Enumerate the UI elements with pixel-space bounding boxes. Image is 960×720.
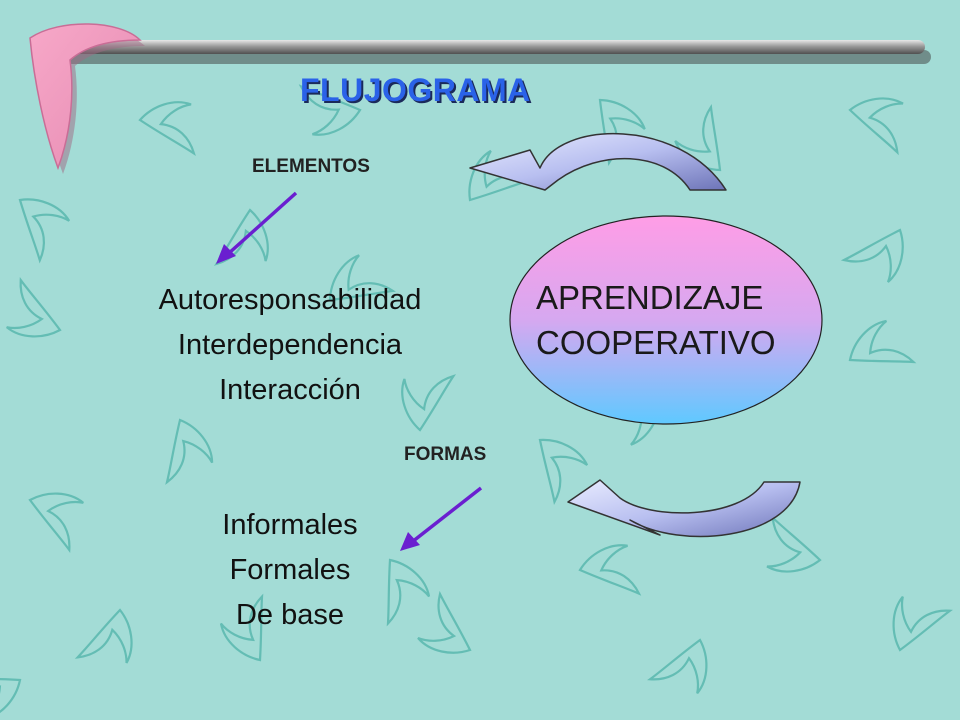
pointer-arrow-elements (216, 191, 298, 264)
slide-title: FLUJOGRAMA (300, 72, 531, 108)
elements-item: Interdependencia (177, 329, 403, 361)
center-ellipse (509, 215, 823, 425)
forms-item: De base (235, 599, 344, 631)
pointer-arrow-forms (400, 486, 483, 551)
elements-item: Autoresponsabilidad (158, 284, 422, 316)
forms-list: Informales Formales De base (160, 503, 420, 638)
boomerang-logo (29, 23, 145, 175)
elements-item: Interacción (219, 374, 361, 406)
elements-list: Autoresponsabilidad Interdependencia Int… (110, 278, 470, 413)
forms-item: Informales (222, 509, 358, 541)
elements-label: ELEMENTOS (252, 156, 370, 177)
header-bar (40, 40, 931, 64)
forms-item: Formales (229, 554, 351, 586)
curved-arrow-top (469, 132, 727, 191)
curved-arrow-bottom (567, 479, 801, 538)
center-label-line1: APRENDIZAJE (536, 279, 764, 316)
center-label-line2: COOPERATIVO (536, 324, 776, 361)
center-label: APRENDIZAJE COOPERATIVO (510, 275, 820, 365)
forms-label: FORMAS (404, 444, 487, 465)
